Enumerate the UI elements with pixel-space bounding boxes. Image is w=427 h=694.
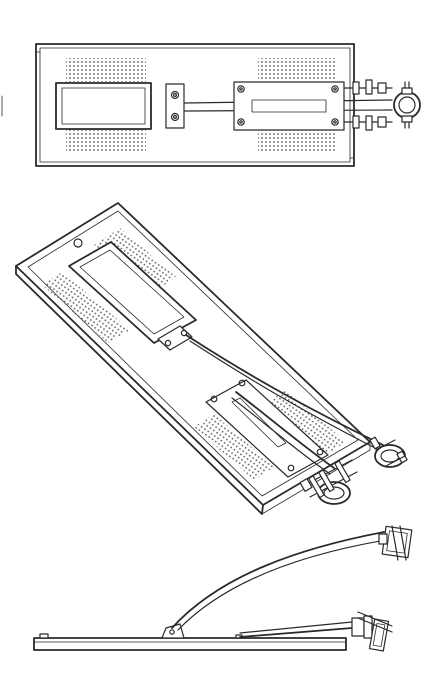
top-panel-inner xyxy=(39,47,351,163)
iso-solar-window-inner xyxy=(79,249,185,335)
iso-rear-plate xyxy=(205,379,329,478)
iso-clamp-front xyxy=(299,459,358,505)
iso-sensor xyxy=(73,238,83,248)
top-front-plate xyxy=(165,83,185,129)
side-arm-lower xyxy=(239,627,353,638)
top-rear-plate xyxy=(233,81,345,131)
top-solar-window-outer xyxy=(55,82,152,130)
iso-perforation-3 xyxy=(264,390,346,456)
iso-front-plate xyxy=(157,325,193,351)
top-view xyxy=(1,43,421,167)
top-panel-outer xyxy=(35,43,355,167)
top-perforation-4 xyxy=(258,130,336,152)
iso-perforation-4 xyxy=(194,414,274,480)
top-perforation-3 xyxy=(258,58,336,80)
iso-arm-upper xyxy=(185,334,386,447)
iso-clamp-rear xyxy=(369,436,408,468)
iso-perforation-2 xyxy=(42,272,130,343)
top-perforation-2 xyxy=(66,128,146,152)
side-panel xyxy=(33,637,347,651)
side-view xyxy=(33,525,413,652)
iso-solar-window-outer xyxy=(68,241,197,344)
side-clamp-top xyxy=(378,525,413,561)
iso-panel-edge xyxy=(15,265,264,515)
isometric-view xyxy=(15,202,408,515)
top-perforation-1 xyxy=(66,58,146,82)
side-front-bracket xyxy=(161,623,185,639)
side-arm-curved xyxy=(171,531,385,629)
side-clamp-bottom xyxy=(351,611,393,652)
top-pole-clamp xyxy=(343,79,421,131)
iso-arm-lower xyxy=(235,391,335,469)
top-solar-window-inner xyxy=(61,87,146,125)
